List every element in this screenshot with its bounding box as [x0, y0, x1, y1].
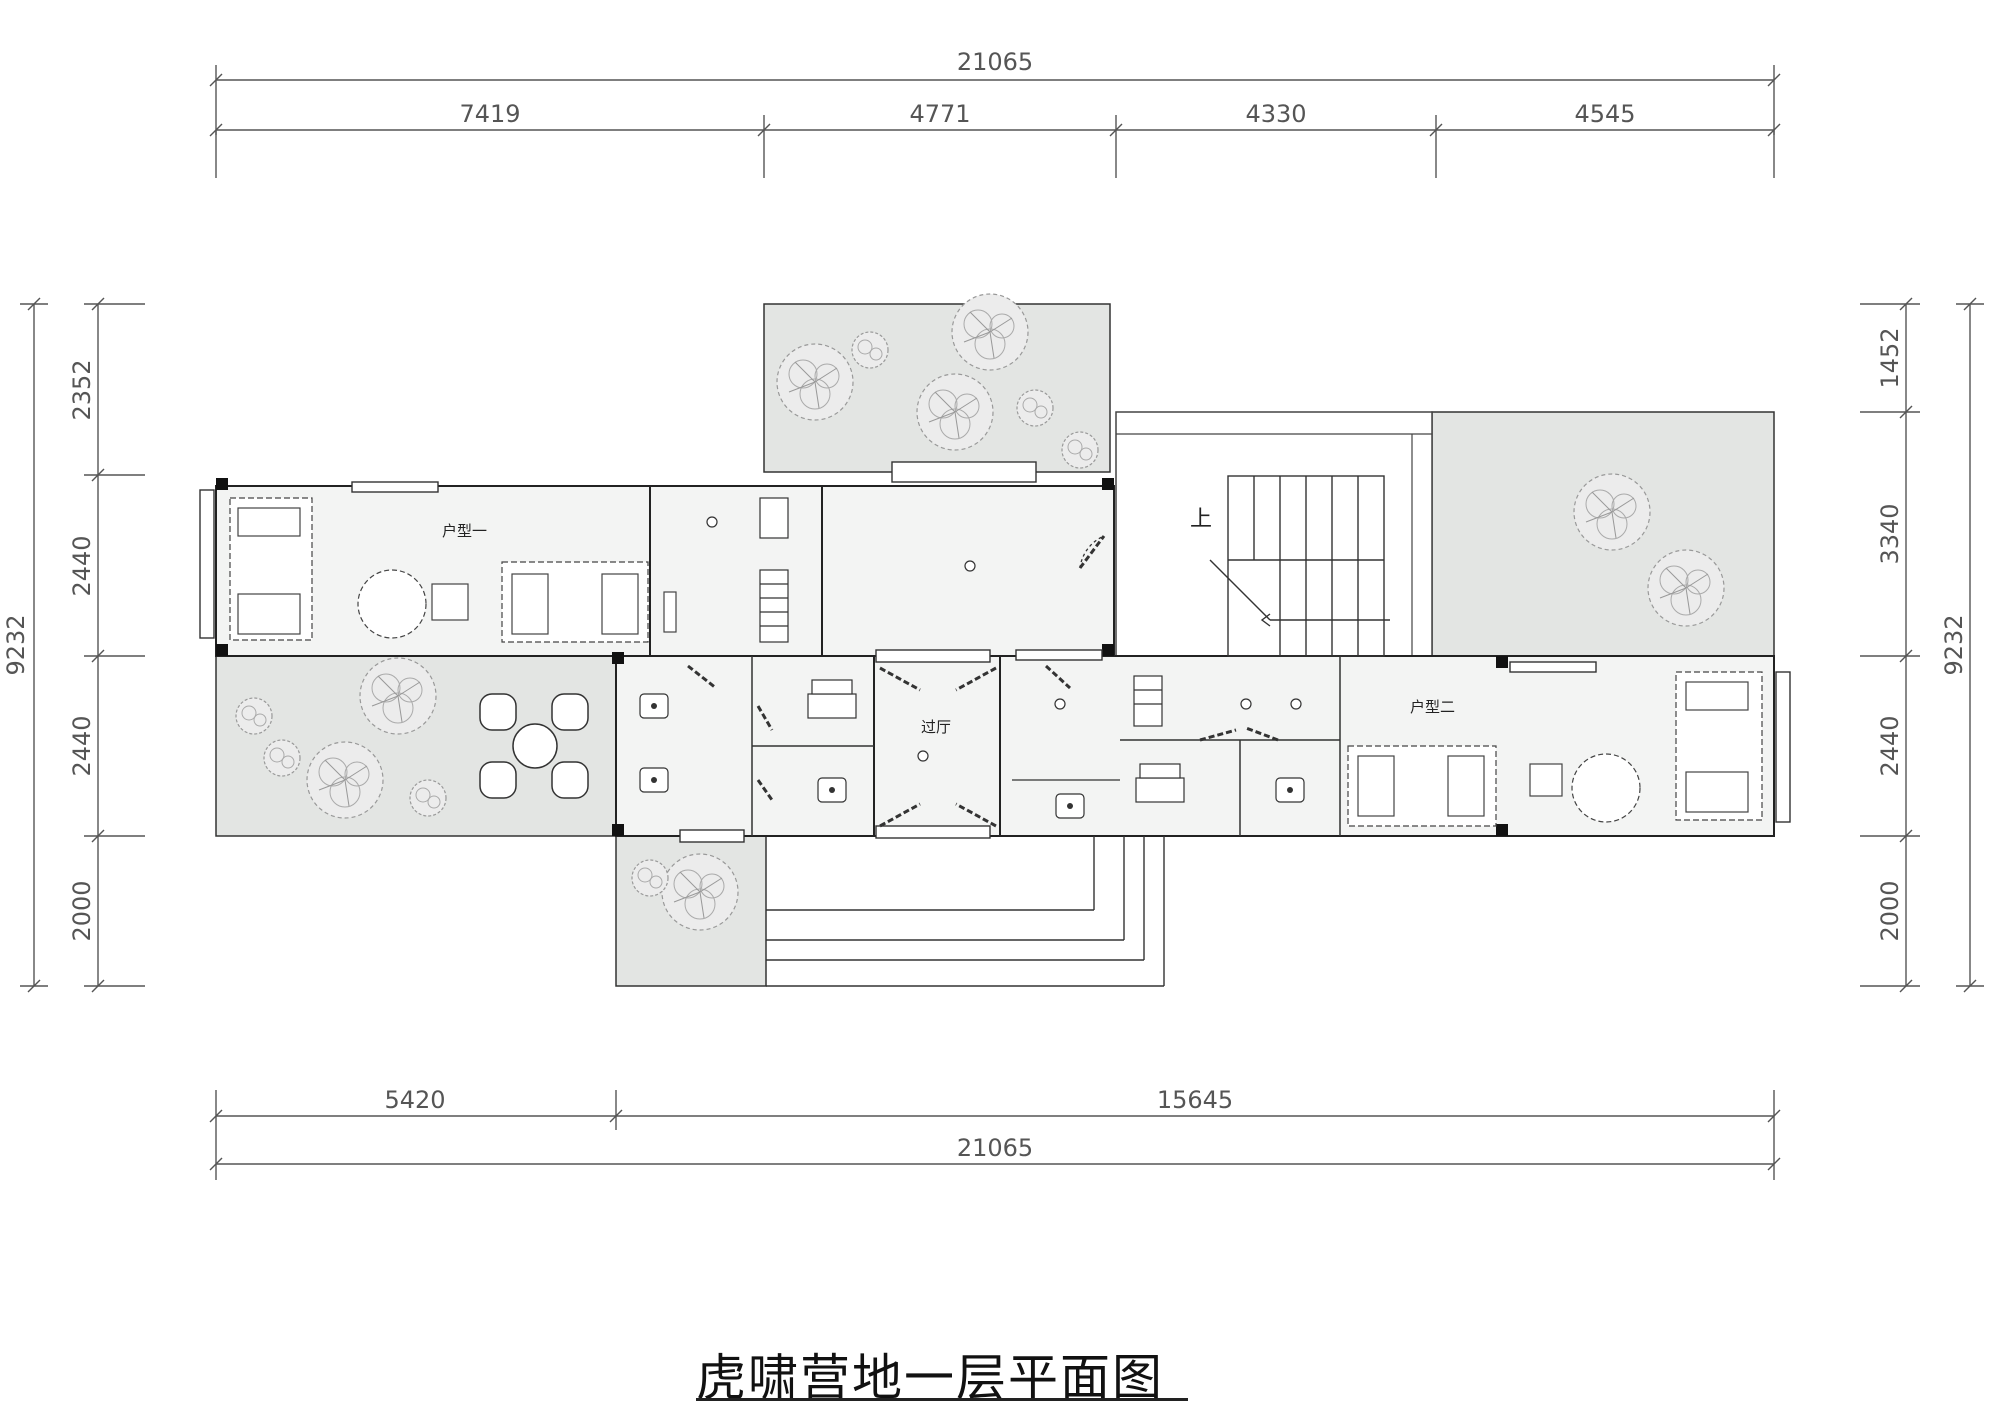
dim-left-seg-4: 2000: [68, 880, 96, 941]
patio-table-set: [479, 693, 589, 799]
dim-top-total: 21065: [957, 48, 1033, 76]
main-stair: [1209, 475, 1390, 657]
interior-steps: [759, 497, 1163, 727]
furniture: [229, 497, 1763, 827]
dim-top-seg-1: 7419: [459, 100, 520, 128]
dimension-labels: 21065 7419 4771 4330 4545 5420 15645 210…: [2, 48, 1968, 1162]
dim-left-total: 9232: [2, 614, 30, 675]
windows: [199, 461, 1791, 843]
dim-right-seg-1: 1452: [1876, 327, 1904, 388]
dimension-lines: [20, 65, 1984, 1180]
dim-bottom-seg-1: 5420: [384, 1086, 445, 1114]
dim-bottom-seg-2: 15645: [1157, 1086, 1233, 1114]
dim-left-seg-1: 2352: [68, 359, 96, 420]
dim-bottom-total: 21065: [957, 1134, 1033, 1162]
dim-left-seg-3: 2440: [68, 715, 96, 776]
dim-right-total: 9232: [1940, 614, 1968, 675]
label-hall: 过厅: [921, 718, 951, 736]
dim-right-seg-3: 2440: [1876, 715, 1904, 776]
dim-top-seg-4: 4545: [1574, 100, 1635, 128]
drawing-title: 虎啸营地一层平面图: [696, 1349, 1164, 1402]
room-labels: 户型一 户型二 过厅 上: [442, 507, 1455, 736]
dim-right-seg-4: 2000: [1876, 880, 1904, 941]
title-underline: [696, 1398, 1188, 1401]
dim-top-seg-2: 4771: [909, 100, 970, 128]
doors: [687, 535, 1279, 828]
label-stair-up: 上: [1190, 507, 1212, 532]
ceiling-lights: [706, 516, 1302, 762]
dim-top-seg-3: 4330: [1245, 100, 1306, 128]
dim-right-seg-2: 3340: [1876, 503, 1904, 564]
label-unit-two: 户型二: [1410, 698, 1455, 716]
structural-columns: [216, 478, 1508, 836]
label-unit-one: 户型一: [442, 522, 487, 540]
dim-left-seg-2: 2440: [68, 535, 96, 596]
